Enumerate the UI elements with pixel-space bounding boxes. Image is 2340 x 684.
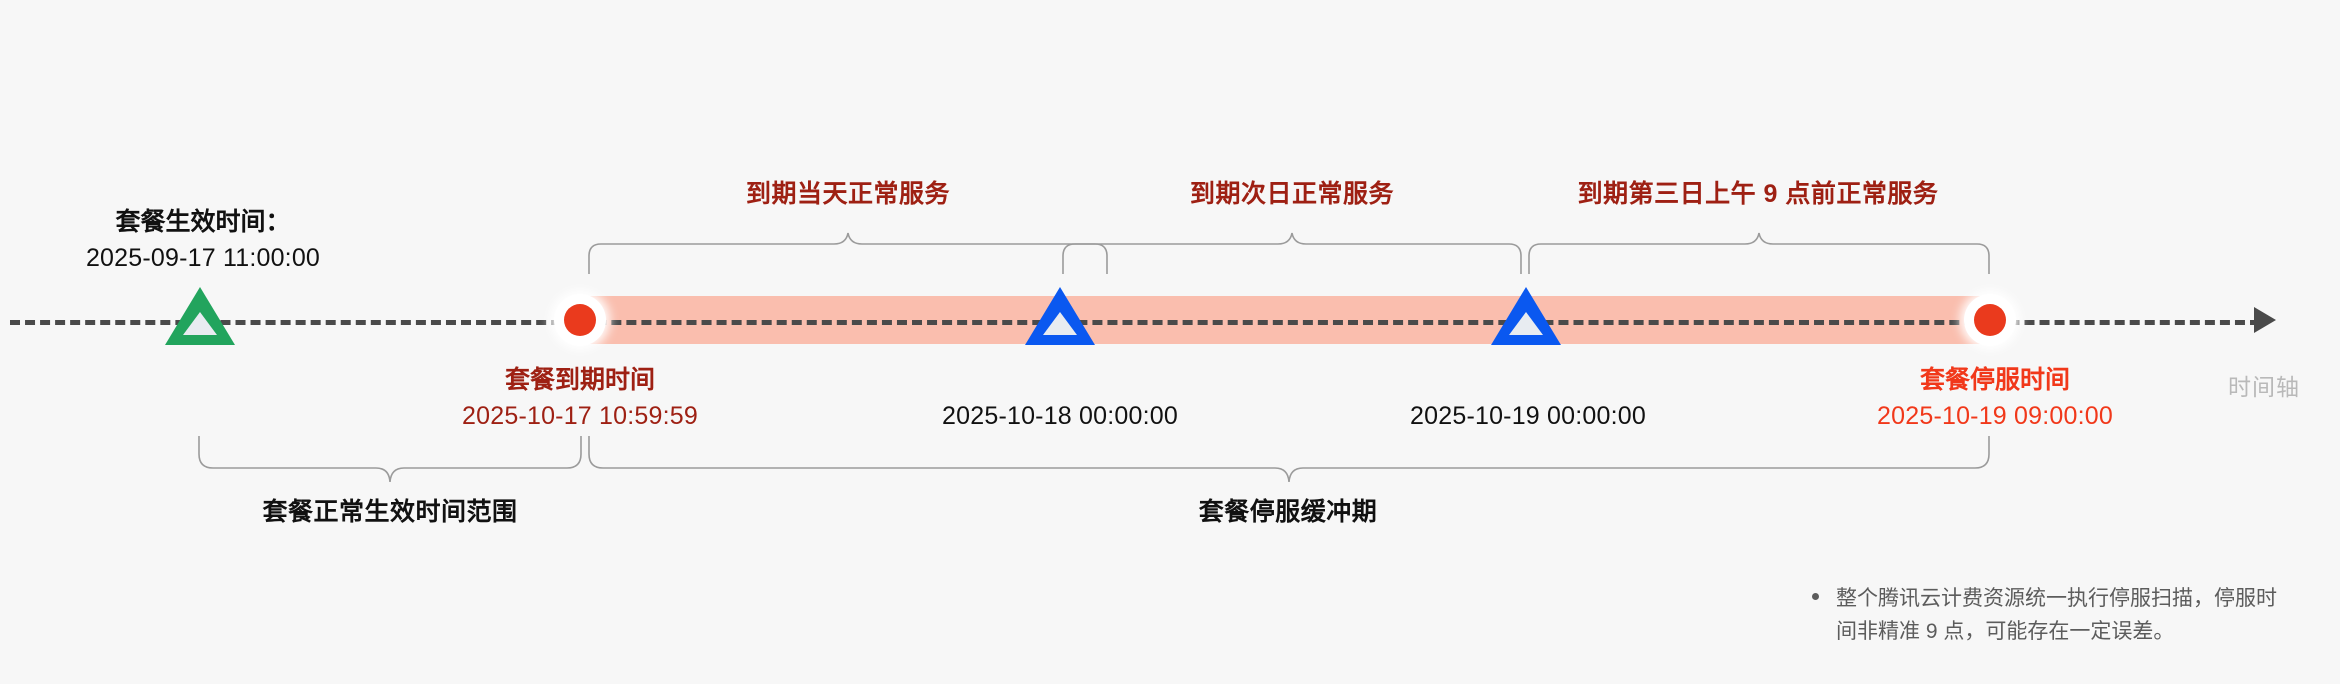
brace-buffer-period [588, 436, 1990, 484]
label-package-effective: 套餐生效时间： 2025-09-17 11:00:00 [86, 204, 320, 277]
triangle-inner-icon [183, 312, 217, 335]
label-third-day-start: 2025-10-19 00:00:00 [1410, 398, 1646, 434]
brace-third-day [1528, 232, 1990, 274]
timeline-axis [10, 320, 2260, 325]
range-label-buffer: 套餐停服缓冲期 [1198, 498, 1378, 526]
circle-dot-red-icon [1964, 294, 2016, 346]
bracket-label-third-day: 到期第三日上午 9 点前正常服务 [1577, 180, 1939, 208]
bracket-label-same-day: 到期当天正常服务 [745, 180, 951, 208]
label-title: 套餐生效时间： [115, 208, 291, 236]
brace-next-day [1062, 232, 1522, 274]
label-value: 2025-10-19 00:00:00 [1410, 402, 1646, 430]
label-stop-service: 套餐停服时间 2025-10-19 09:00:00 [1877, 362, 2113, 435]
circle-dot-red-icon [554, 294, 606, 346]
triangle-inner-icon [1509, 312, 1543, 335]
label-value: 2025-10-18 00:00:00 [942, 402, 1178, 430]
bullet-icon [1812, 593, 1819, 600]
arrow-right-icon [2254, 307, 2276, 333]
range-label-normal: 套餐正常生效时间范围 [262, 498, 518, 526]
label-title: 套餐到期时间 [504, 366, 656, 394]
label-value: 2025-10-19 09:00:00 [1877, 402, 2113, 431]
brace-normal-range [198, 436, 582, 484]
footnote: 整个腾讯云计费资源统一执行停服扫描，停服时间非精准 9 点，可能存在一定误差。 [1812, 582, 2292, 648]
axis-caption: 时间轴 [2228, 374, 2300, 400]
brace-same-day [588, 232, 1108, 274]
label-value: 2025-10-17 10:59:59 [462, 402, 698, 431]
label-value: 2025-09-17 11:00:00 [85, 244, 321, 273]
triangle-inner-icon [1043, 312, 1077, 335]
footnote-text: 整个腾讯云计费资源统一执行停服扫描，停服时间非精准 9 点，可能存在一定误差。 [1836, 587, 2277, 644]
bracket-label-next-day: 到期次日正常服务 [1189, 180, 1395, 208]
label-title: 套餐停服时间 [1919, 366, 2071, 394]
label-package-expiry: 套餐到期时间 2025-10-17 10:59:59 [462, 362, 698, 435]
label-next-day-start: 2025-10-18 00:00:00 [942, 398, 1178, 434]
